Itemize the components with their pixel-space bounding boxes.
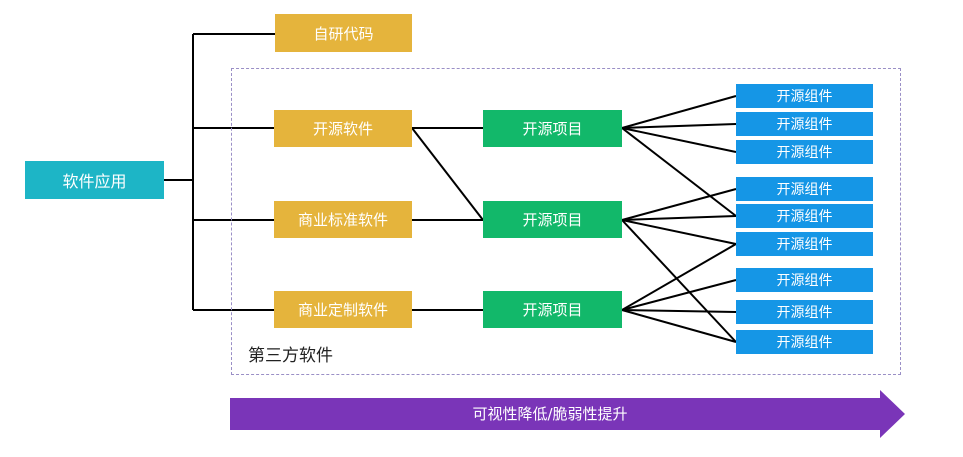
open-source-component-node: 开源组件 bbox=[736, 300, 873, 324]
open-source-software-node: 开源软件 bbox=[274, 110, 412, 147]
app-node: 软件应用 bbox=[25, 161, 164, 199]
open-source-project-node: 开源项目 bbox=[483, 201, 622, 238]
open-source-component-node: 开源组件 bbox=[736, 330, 873, 354]
open-source-project-node: 开源项目 bbox=[483, 291, 622, 328]
commercial-custom-software-node: 商业定制软件 bbox=[274, 291, 412, 328]
third-party-label: 第三方软件 bbox=[248, 346, 333, 366]
open-source-component-node: 开源组件 bbox=[736, 112, 873, 136]
open-source-component-node: 开源组件 bbox=[736, 232, 873, 256]
open-source-project-node: 开源项目 bbox=[483, 110, 622, 147]
trend-arrow-label: 可视性降低/脆弱性提升 bbox=[472, 405, 628, 423]
trend-arrow-shape bbox=[230, 390, 905, 438]
open-source-component-node: 开源组件 bbox=[736, 84, 873, 108]
third-party-region bbox=[231, 68, 901, 375]
self-code-node: 自研代码 bbox=[275, 14, 412, 52]
open-source-component-node: 开源组件 bbox=[736, 204, 873, 228]
open-source-component-node: 开源组件 bbox=[736, 140, 873, 164]
open-source-component-node: 开源组件 bbox=[736, 177, 873, 201]
commercial-standard-software-node: 商业标准软件 bbox=[274, 201, 412, 238]
open-source-component-node: 开源组件 bbox=[736, 268, 873, 292]
